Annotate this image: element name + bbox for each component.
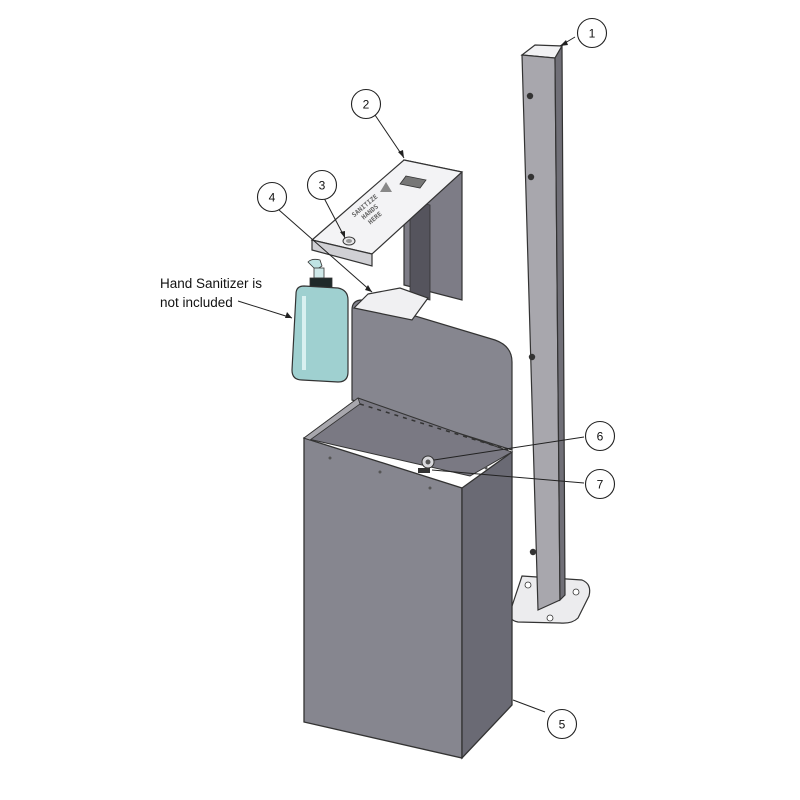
note-line-1: Hand Sanitizer is [160,276,262,291]
post-column [520,43,566,611]
callout-arrowheads [285,40,568,318]
callout-3-label: 3 [319,179,326,193]
waste-bin [302,397,514,760]
callout-6: 6 [584,420,616,452]
drip-tray [352,287,429,321]
callout-1: 1 [576,17,608,49]
callout-7-label: 7 [597,478,604,492]
sanitizer-note: Hand Sanitizer is not included [160,276,262,310]
dispenser-housing: SANITIZE HANDS HERE [310,159,464,301]
callout-3: 3 [306,169,338,201]
callout-5: 5 [546,708,578,740]
sanitizer-bottle [291,258,349,383]
callout-2: 2 [350,88,382,120]
callout-2-label: 2 [363,98,370,112]
bin-lock [418,455,435,473]
callout-1-label: 1 [589,27,596,41]
callout-5-label: 5 [559,718,566,732]
callout-6-label: 6 [597,430,604,444]
post-bolts [526,92,537,556]
note-line-2: not included [160,295,233,310]
hand-icon [380,182,392,192]
callout-4: 4 [256,181,288,213]
callout-7: 7 [584,468,616,500]
dispenser-button [342,236,356,246]
callout-leaders [237,36,585,713]
callout-4-label: 4 [269,191,276,205]
